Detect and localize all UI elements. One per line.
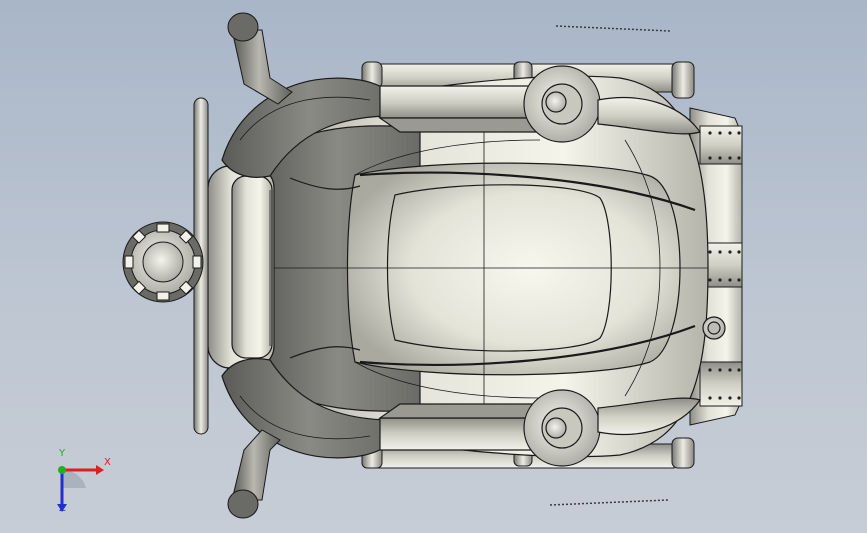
pipe-bottom	[227, 429, 281, 519]
dial-knob	[122, 221, 204, 303]
armrest-bottom	[378, 389, 701, 467]
triad-axes-icon	[57, 465, 104, 512]
rivets	[708, 131, 741, 400]
front-bolster	[207, 150, 275, 386]
orientation-triad[interactable]: X Y Z	[44, 448, 114, 518]
hatch-marks	[549, 25, 671, 506]
triad-z-label: Z	[59, 503, 66, 514]
pipe-top	[227, 12, 293, 105]
triad-x-label: X	[104, 457, 111, 468]
triad-y-label: Y	[59, 448, 66, 459]
seat-knob	[702, 316, 726, 340]
seat-shell	[205, 75, 709, 458]
armrest-top	[378, 65, 701, 143]
